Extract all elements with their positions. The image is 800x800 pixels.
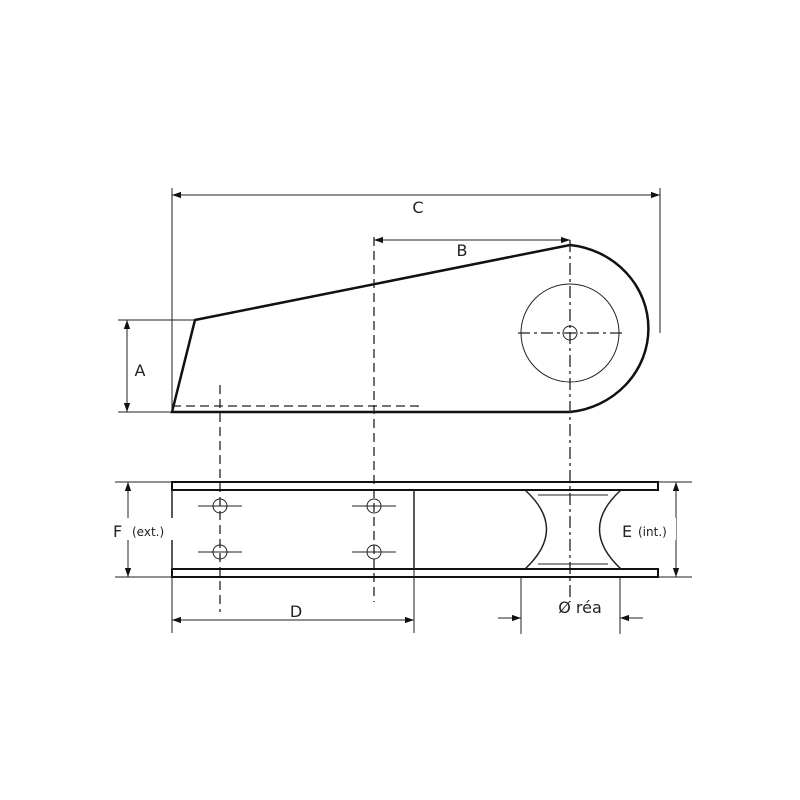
top-plate — [171, 481, 659, 491]
label-F: F — [113, 522, 122, 541]
bolt-hole-icon — [352, 544, 396, 560]
bolt-holes — [198, 498, 396, 560]
dimension-A: A — [118, 319, 195, 413]
hidden-base-line — [172, 405, 419, 412]
label-C: C — [412, 198, 423, 217]
bottom-plate — [171, 568, 659, 578]
dimension-D: D — [171, 569, 415, 633]
dimension-C: C — [171, 188, 661, 412]
bolt-hole-icon — [352, 498, 396, 514]
label-A: A — [135, 361, 146, 380]
label-D: D — [290, 602, 302, 621]
label-F-note: (ext.) — [132, 525, 164, 539]
sheave-profile — [524, 489, 622, 570]
dimension-B: B — [374, 236, 570, 260]
top-view — [171, 481, 659, 578]
dimension-sheave-diameter: Ø réa — [498, 577, 643, 634]
dimension-F: F (ext.) — [112, 481, 174, 578]
label-E-note: (int.) — [638, 525, 667, 539]
side-view — [170, 243, 650, 414]
bolt-hole-icon — [198, 498, 242, 514]
label-E: E — [622, 522, 632, 541]
dimension-E: E (int.) — [620, 481, 692, 578]
label-B: B — [457, 241, 468, 260]
label-sheave-diameter: Ø réa — [558, 598, 602, 617]
bolt-hole-icon — [198, 544, 242, 560]
side-profile-outline — [170, 243, 650, 414]
